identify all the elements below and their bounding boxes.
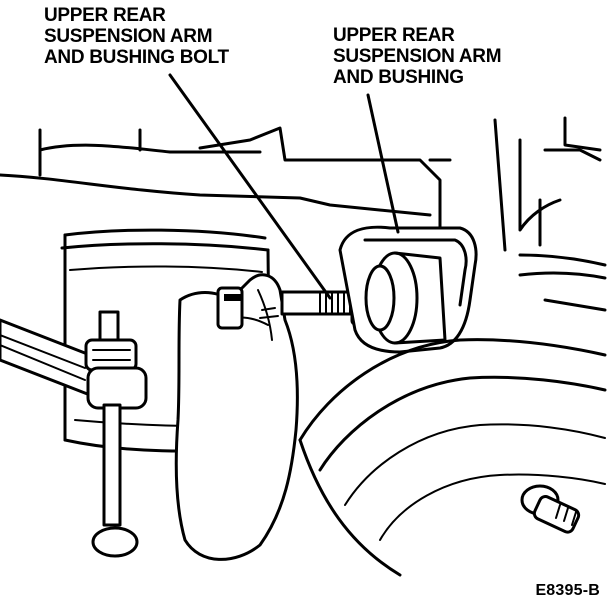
leader-line-arm xyxy=(366,93,400,234)
vehicle-frame xyxy=(0,116,607,312)
brake-rotor xyxy=(298,338,607,577)
hand xyxy=(174,273,299,561)
leader-line-bolt xyxy=(168,73,332,300)
label-bushing-bolt: UPPER REAR SUSPENSION ARM AND BUSHING BO… xyxy=(44,5,229,68)
label-arm-bushing-line-3: AND BUSHING xyxy=(333,67,464,88)
upper-arm-bushing xyxy=(338,225,478,354)
stabilizer-link xyxy=(84,310,148,558)
leader-lines xyxy=(168,73,400,300)
label-arm-bushing-line-2: SUSPENSION ARM xyxy=(333,46,502,67)
label-bushing-bolt-line-1: UPPER REAR xyxy=(44,5,166,26)
label-arm-bushing-line-1: UPPER REAR xyxy=(333,25,455,46)
label-arm-bushing: UPPER REAR SUSPENSION ARM AND BUSHING xyxy=(333,25,502,88)
wheel-stud xyxy=(520,484,581,534)
label-bushing-bolt-line-2: SUSPENSION ARM xyxy=(44,26,213,47)
figure-code: E8395-B xyxy=(535,582,600,599)
label-bushing-bolt-line-3: AND BUSHING BOLT xyxy=(44,47,229,68)
lower-arm xyxy=(0,318,92,397)
